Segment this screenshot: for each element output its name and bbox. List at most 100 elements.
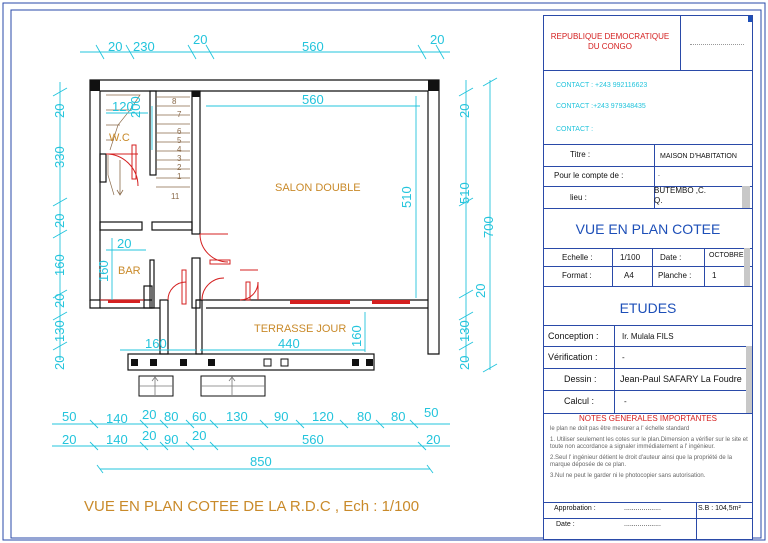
- dim-row2-5: 560: [302, 432, 324, 447]
- dim-bar-w: 20: [117, 236, 131, 251]
- format-value: A4: [624, 271, 634, 280]
- room-label-wc: W.C: [109, 132, 130, 144]
- dim-row1-3: 80: [164, 409, 178, 424]
- stair-num-1: 1: [177, 172, 182, 181]
- stair-num-11: 11: [171, 192, 180, 201]
- dim-bar-h: 160: [96, 260, 111, 282]
- room-label-salon: SALON DOUBLE: [275, 182, 361, 194]
- dim-left-20b: 20: [52, 214, 67, 228]
- titre-value: MAISON D'HABITATION: [660, 153, 737, 160]
- stair-numbers: 8 7 6 5 4 3 2 1 11: [171, 97, 182, 201]
- planche-label: Planche :: [658, 271, 692, 280]
- windows: [108, 300, 410, 304]
- dim-row1-8: 80: [357, 409, 371, 424]
- stair-num-8: 8: [172, 97, 177, 106]
- format-label: Format :: [562, 271, 592, 280]
- dim-top-d: 560: [302, 39, 324, 54]
- dim-ter-440: 440: [278, 336, 300, 351]
- dim-left-20c: 20: [52, 294, 67, 308]
- conception-label: Conception :: [548, 331, 599, 341]
- dim-right-20b: 20: [473, 284, 488, 298]
- lieu-label: lieu :: [570, 193, 587, 202]
- dim-row1-7: 120: [312, 409, 334, 424]
- dim-left-160: 160: [52, 254, 67, 276]
- dim-ter-v160: 160: [349, 325, 364, 347]
- stair-num-7: 7: [177, 110, 182, 119]
- compte-value: .: [658, 171, 660, 178]
- notes-body: le plan ne doit pas être mesurer a l' éc…: [550, 426, 748, 480]
- verification-label: Vérification :: [548, 352, 598, 362]
- verification-value: -: [622, 353, 625, 362]
- dim-row2-3: 90: [164, 432, 178, 447]
- dim-row1-10: 50: [424, 405, 438, 420]
- stair-num-3: 3: [177, 154, 182, 163]
- dim-top-c: 20: [193, 32, 207, 47]
- echelle-value: 1/100: [620, 253, 641, 262]
- dim-row1-9: 80: [391, 409, 405, 424]
- titre-label: Titre :: [570, 150, 591, 159]
- dim-row2-1: 140: [106, 432, 128, 447]
- dim-row1-6: 90: [274, 409, 288, 424]
- dim-left-20a: 20: [52, 104, 67, 118]
- republic-line-2: DU CONGO: [588, 42, 632, 51]
- date-value: OCTOBRE: [709, 252, 744, 259]
- dim-wc-w: 120: [112, 99, 134, 114]
- dimension-lines: [52, 44, 498, 474]
- steps-arrows: [139, 376, 265, 395]
- plan-caption: VUE EN PLAN COTEE DE LA R.D.C , Ech : 1/…: [84, 498, 419, 515]
- dim-right-20a: 20: [457, 104, 472, 118]
- stair-num-6: 6: [177, 127, 182, 136]
- echelle-shade: [744, 248, 750, 286]
- dim-left-130: 130: [52, 320, 67, 342]
- republic-name: REPUBLIQUE DEMOCRATIQUE DU CONGO: [546, 32, 674, 52]
- lieu-shade: [742, 186, 750, 208]
- dim-row1-5: 130: [226, 409, 248, 424]
- dim-wc-stair: 200: [128, 96, 143, 118]
- note-1: 1. Utiliser seulement les cotes sur le p…: [550, 437, 748, 450]
- date2-label: Date :: [556, 521, 575, 528]
- dim-row2-6: 20: [426, 432, 440, 447]
- dim-top-b: 230: [133, 39, 155, 54]
- dim-left-330: 330: [52, 146, 67, 168]
- room-label-terrasse: TERRASSE JOUR: [254, 323, 346, 335]
- dim-top-e: 20: [430, 32, 444, 47]
- republic-line-1: REPUBLIQUE DEMOCRATIQUE: [550, 32, 670, 41]
- echelle-label: Echelle :: [562, 253, 593, 262]
- dim-left-20d: 20: [52, 356, 67, 370]
- dessin-value: Jean-Paul SAFARY La Foudre: [620, 374, 742, 384]
- dim-top-a: 20: [108, 39, 122, 54]
- notes-title: NOTES GENERALES IMPORTANTES: [579, 414, 717, 423]
- contact-3: CONTACT :: [556, 126, 594, 133]
- stair-num-4: 4: [177, 145, 182, 154]
- dim-row2-2: 20: [142, 428, 156, 443]
- logo-placeholder: [690, 44, 744, 45]
- title-block: REPUBLIQUE DEMOCRATIQUE DU CONGO CONTACT…: [543, 15, 753, 540]
- dim-salon-w: 560: [302, 92, 324, 107]
- corner-marker: [748, 16, 752, 22]
- dim-row1-4: 60: [192, 409, 206, 424]
- dim-right-510: 510: [457, 182, 472, 204]
- planche-value: 1: [712, 271, 717, 280]
- dim-right-20c: 20: [457, 356, 472, 370]
- note-3: 3.Nul ne peut le garder ni le photocopie…: [550, 473, 706, 479]
- room-label-bar: BAR: [118, 265, 141, 277]
- dessin-label: Dessin :: [564, 374, 597, 384]
- dim-ter-160: 160: [145, 336, 167, 351]
- date2-value: ...................: [624, 521, 661, 528]
- drawing-frame: [10, 9, 762, 539]
- dim-right-130: 130: [457, 320, 472, 342]
- calcul-value: -: [624, 397, 627, 406]
- etudes-shade: [746, 346, 752, 413]
- view-title: VUE EN PLAN COTEE: [575, 221, 721, 237]
- wall-fills: [90, 80, 439, 366]
- etudes-title: ETUDES: [619, 300, 677, 316]
- dim-salon-h: 510: [399, 186, 414, 208]
- dim-right-700: 700: [481, 216, 496, 238]
- contact-2: CONTACT :+243 979348435: [556, 103, 646, 110]
- approbation-value: ...................: [624, 505, 661, 512]
- date-label: Date :: [660, 253, 682, 262]
- lieu-value: BUTEMBO ,C. Q.: [654, 186, 707, 205]
- approbation-label: Approbation :: [554, 505, 596, 512]
- note-0: le plan ne doit pas être mesurer a l' éc…: [550, 426, 690, 432]
